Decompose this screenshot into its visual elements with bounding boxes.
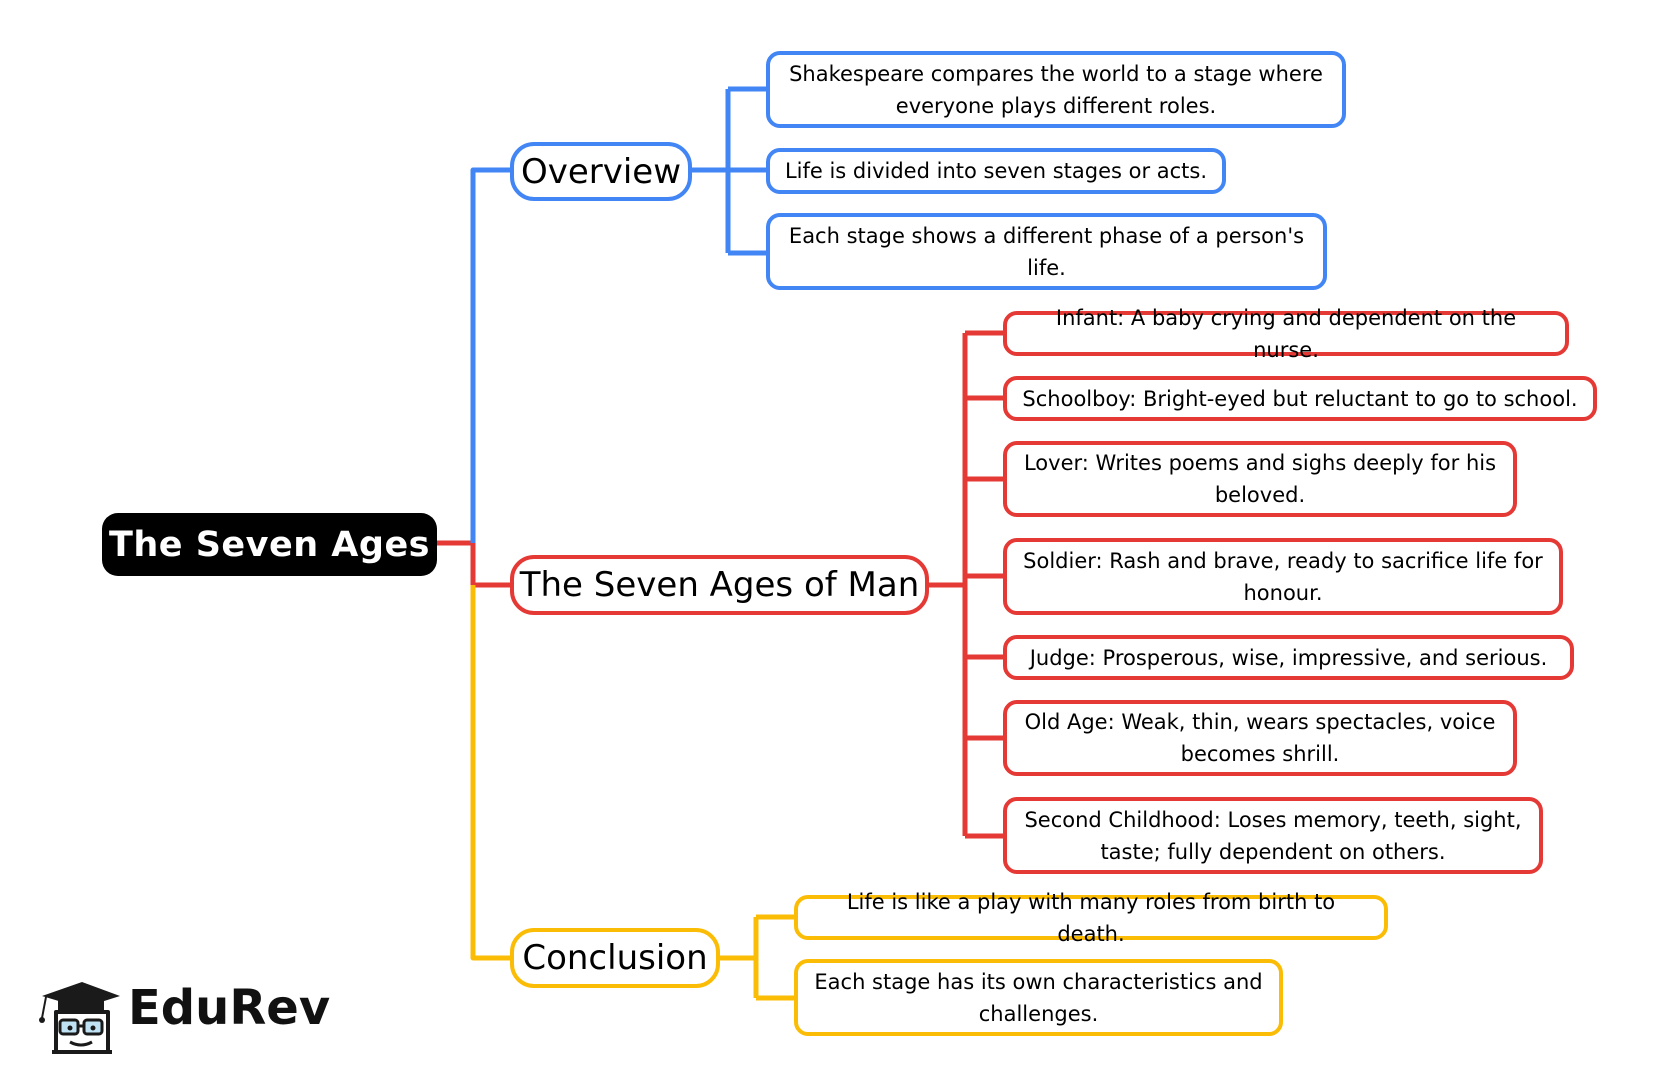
ages-leaf: Schoolboy: Bright-eyed but reluctant to … xyxy=(1003,376,1597,421)
brand-name: EduRev xyxy=(128,980,331,1036)
leaf-text: Life is like a play with many roles from… xyxy=(846,889,1336,946)
leaf-text: Each stage has its own characteristics a… xyxy=(814,969,1263,1026)
overview-leaf: Shakespeare compares the world to a stag… xyxy=(766,51,1346,128)
leaf-text: Life is divided into seven stages or act… xyxy=(784,159,1208,183)
branch-overview: Overview xyxy=(510,142,692,201)
leaf-text: Judge: Prosperous, wise, impressive, and… xyxy=(1029,645,1548,670)
leaf-text: Soldier: Rash and brave, ready to sacrif… xyxy=(1023,548,1543,605)
branch-seven-ages-of-man: The Seven Ages of Man xyxy=(510,555,929,615)
conclusion-leaf: Life is like a play with many roles from… xyxy=(794,890,1388,946)
leaf-text: Old Age: Weak, thin, wears spectacles, v… xyxy=(1024,710,1496,766)
conclusion-leaf: Each stage has its own characteristics a… xyxy=(794,959,1283,1036)
branch-ages-label: The Seven Ages of Man xyxy=(519,565,920,605)
leaf-text: Schoolboy: Bright-eyed but reluctant to … xyxy=(1022,386,1578,411)
ages-leaf: Old Age: Weak, thin, wears spectacles, v… xyxy=(1003,700,1517,776)
leaf-text: Shakespeare compares the world to a stag… xyxy=(789,61,1323,118)
leaf-text: Second Childhood: Loses memory, teeth, s… xyxy=(1024,807,1522,864)
ages-leaf: Second Childhood: Loses memory, teeth, s… xyxy=(1003,797,1543,874)
graduation-cap-mascot-icon xyxy=(39,982,120,1054)
overview-leaf: Each stage shows a different phase of a … xyxy=(766,213,1327,290)
branch-overview-label: Overview xyxy=(520,151,682,192)
branch-conclusion: Conclusion xyxy=(510,928,720,988)
overview-leaf: Life is divided into seven stages or act… xyxy=(766,148,1226,194)
root-node: The Seven Ages xyxy=(102,513,437,576)
root-label: The Seven Ages xyxy=(108,524,431,565)
ages-leaf: Soldier: Rash and brave, ready to sacrif… xyxy=(1003,538,1563,615)
leaf-text: Lover: Writes poems and sighs deeply for… xyxy=(1023,451,1497,507)
leaf-text: Each stage shows a different phase of a … xyxy=(788,223,1305,280)
ages-leaf: Lover: Writes poems and sighs deeply for… xyxy=(1003,441,1517,517)
ages-leaf: Infant: A baby crying and dependent on t… xyxy=(1003,306,1569,362)
leaf-text: Infant: A baby crying and dependent on t… xyxy=(1055,305,1517,362)
ages-leaf: Judge: Prosperous, wise, impressive, and… xyxy=(1003,635,1574,680)
branch-conclusion-label: Conclusion xyxy=(522,938,708,978)
